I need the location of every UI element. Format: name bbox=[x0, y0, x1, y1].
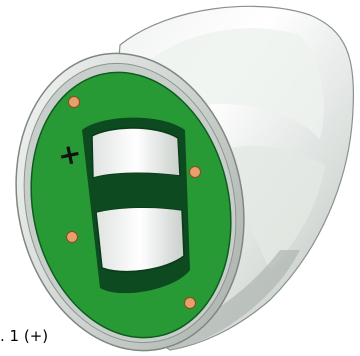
housing-reflection-streak bbox=[220, 145, 325, 270]
upper-slot bbox=[91, 127, 181, 179]
pad-left bbox=[66, 231, 78, 243]
pcb: + bbox=[30, 71, 232, 339]
pin-caption: . 1 (+) bbox=[0, 327, 49, 345]
pad-bottom bbox=[184, 297, 196, 309]
center-band bbox=[93, 173, 182, 212]
pad-top bbox=[68, 96, 80, 108]
lower-slot bbox=[95, 206, 185, 273]
housing-reflection bbox=[150, 28, 324, 140]
pad-right bbox=[189, 166, 201, 178]
